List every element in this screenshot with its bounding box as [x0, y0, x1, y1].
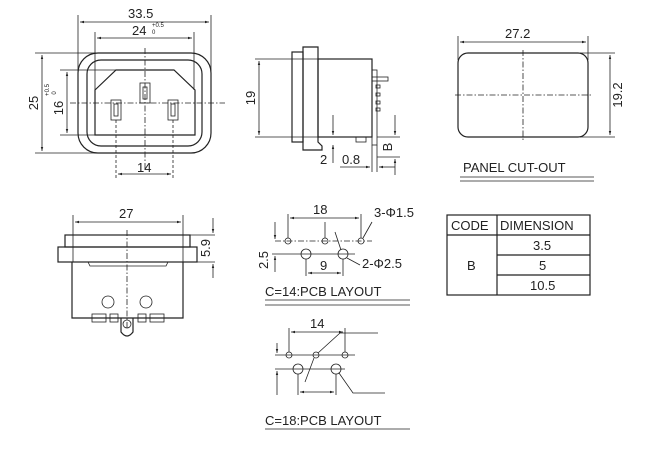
- pcb-layout-14: 18 3-Φ1.5 2-Φ2.5 2.5 9 C=14:PCB LAYOUT: [256, 202, 414, 306]
- header-dimension: DIMENSION: [500, 218, 574, 233]
- side-view: 19 2 0.8 B: [243, 46, 400, 175]
- dim-width: 33.5: [128, 6, 153, 21]
- tol-lower-v: 0: [52, 91, 58, 95]
- front-view: 33.5 24 +0.5 0 25 16 +0.5 0 14: [26, 6, 225, 178]
- large-holes-label: 2-Φ2.5: [362, 256, 402, 271]
- dim-height: 25: [26, 96, 41, 110]
- panel-cutout: 27.2 19.2 PANEL CUT-OUT: [455, 26, 625, 182]
- dim-offset: 2.5: [256, 251, 271, 269]
- tol-upper-v: +0.5: [45, 83, 51, 96]
- dim-span-18: 18: [313, 202, 327, 217]
- dim-cutout-width: 27.2: [505, 26, 530, 41]
- dim-flange-height: 5.9: [198, 239, 213, 257]
- dim-inner-height: 16: [51, 101, 66, 115]
- tol-upper: +0.5: [152, 23, 165, 29]
- tol-lower: 0: [152, 30, 156, 36]
- dim-bottom-width: 27: [119, 206, 133, 221]
- dim-cutout-height: 19.2: [610, 82, 625, 107]
- value-3: 10.5: [530, 278, 555, 293]
- dim-b: B: [380, 143, 395, 152]
- header-code: CODE: [451, 218, 489, 233]
- small-holes-label: 3-Φ1.5: [374, 205, 414, 220]
- dim-2: 2: [320, 152, 327, 167]
- dim-span-14: 14: [310, 316, 324, 331]
- dim-0-8: 0.8: [342, 152, 360, 167]
- pcb18-title: C=18:PCB LAYOUT: [265, 413, 382, 428]
- pcb14-title: C=14:PCB LAYOUT: [265, 284, 382, 299]
- value-1: 3.5: [533, 238, 551, 253]
- dim-inner-width: 24: [132, 23, 146, 38]
- panel-cutout-title: PANEL CUT-OUT: [463, 160, 566, 175]
- code-b: B: [467, 258, 476, 273]
- dim-side-height: 19: [243, 91, 258, 105]
- dimension-table: CODE DIMENSION B 3.5 5 10.5: [446, 214, 591, 296]
- dim-pitch-9: 9: [320, 258, 327, 273]
- dim-pin-pitch: 14: [137, 160, 151, 175]
- pcb-layout-18: 14 C=18:PCB LAYOUT: [265, 316, 410, 430]
- value-2: 5: [539, 258, 546, 273]
- bottom-view: 27 5.9: [57, 206, 215, 337]
